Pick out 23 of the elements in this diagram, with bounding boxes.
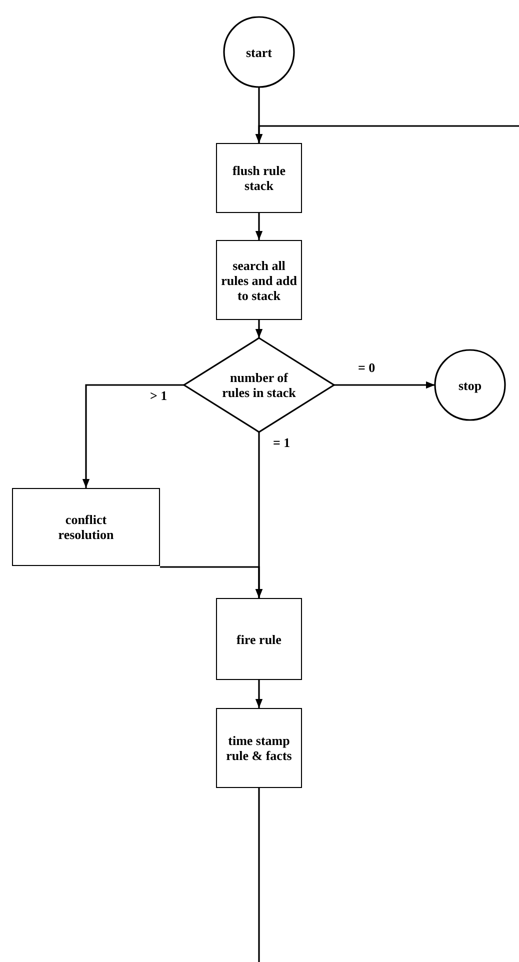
node-text: flush rule stack (231, 163, 287, 193)
arrow (255, 320, 263, 338)
edge-label: = 0 (356, 361, 378, 374)
edge-label: = 1 (271, 436, 292, 449)
node-text: fire rule (236, 632, 282, 646)
process-box (216, 143, 302, 213)
arrow (255, 680, 263, 708)
node-text: stop (458, 378, 482, 392)
node-text: search all rules and add to stack (221, 258, 297, 302)
arrow (82, 384, 184, 488)
process-box (12, 488, 160, 566)
process-box (216, 598, 302, 680)
edge-label: > 1 (148, 389, 170, 402)
node-text: conflict resolution (57, 512, 115, 542)
arrow (334, 381, 435, 389)
arrow (255, 213, 263, 240)
node-text: time stamp rule & facts (225, 733, 293, 763)
node-text: number of rules in stack (221, 370, 297, 400)
arrow (160, 566, 263, 598)
process-box (216, 708, 302, 788)
process-box (216, 240, 302, 320)
arrow (255, 125, 519, 143)
node-text: start (246, 44, 272, 60)
